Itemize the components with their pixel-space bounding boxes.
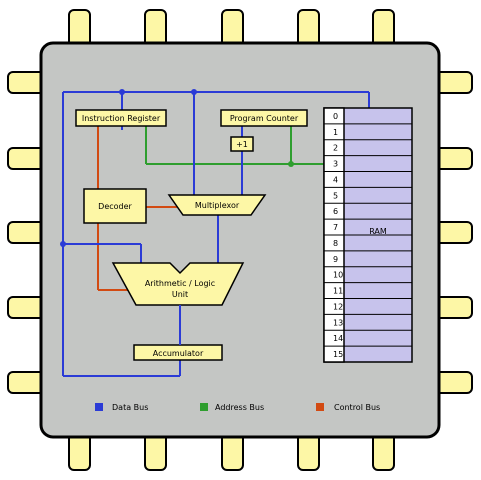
multiplexor-label: Multiplexor	[195, 201, 240, 210]
ram-address-label: 9	[333, 255, 338, 264]
legend: Data Bus Address Bus Control Bus	[95, 403, 380, 412]
program-counter: Program Counter	[220, 109, 308, 127]
bus-junctions	[60, 89, 294, 247]
ram-address-label: 15	[333, 350, 343, 359]
ram-label: RAM	[369, 227, 387, 236]
chip-pins	[7, 9, 473, 471]
control-bus-lines	[97, 126, 181, 291]
legend-swatch-data-bus	[95, 403, 103, 411]
legend-swatch-address-bus	[200, 403, 208, 411]
multiplexor: Multiplexor	[167, 194, 267, 216]
incrementer: +1	[230, 136, 254, 152]
ram-address-label: 0	[333, 112, 338, 121]
ram-address-label: 8	[333, 239, 338, 248]
ram-address-label: 14	[333, 334, 343, 343]
accumulator-label: Accumulator	[153, 349, 204, 358]
ram-address-label: 12	[333, 302, 343, 311]
instruction-register: Instruction Register	[75, 109, 167, 127]
legend-label-data-bus: Data Bus	[112, 403, 148, 412]
decoder: Decoder	[83, 188, 147, 224]
ram-address-label: 4	[333, 175, 338, 184]
legend-swatch-control-bus	[316, 403, 324, 411]
incrementer-label: +1	[236, 140, 248, 149]
alu: Arithmetic / Logic Unit	[111, 262, 245, 306]
ram-address-label: 7	[333, 223, 338, 232]
ram-address-label: 1	[333, 128, 338, 137]
alu-label-line1: Arithmetic / Logic	[145, 279, 215, 288]
alu-label-line2: Unit	[172, 290, 188, 299]
program-counter-label: Program Counter	[230, 114, 299, 123]
ram-address-label: 10	[333, 271, 343, 280]
decoder-label: Decoder	[98, 202, 132, 211]
legend-label-control-bus: Control Bus	[334, 403, 380, 412]
ram-address-label: 11	[333, 287, 343, 296]
ram-address-label: 2	[333, 144, 338, 153]
ram-address-label: 6	[333, 207, 338, 216]
accumulator: Accumulator	[133, 344, 223, 361]
legend-label-address-bus: Address Bus	[215, 403, 264, 412]
ram-address-label: 3	[333, 160, 338, 169]
instruction-register-label: Instruction Register	[82, 114, 161, 123]
data-bus-lines	[62, 91, 370, 377]
ram-address-label: 13	[333, 318, 343, 327]
ram-address-label: 5	[333, 191, 338, 200]
